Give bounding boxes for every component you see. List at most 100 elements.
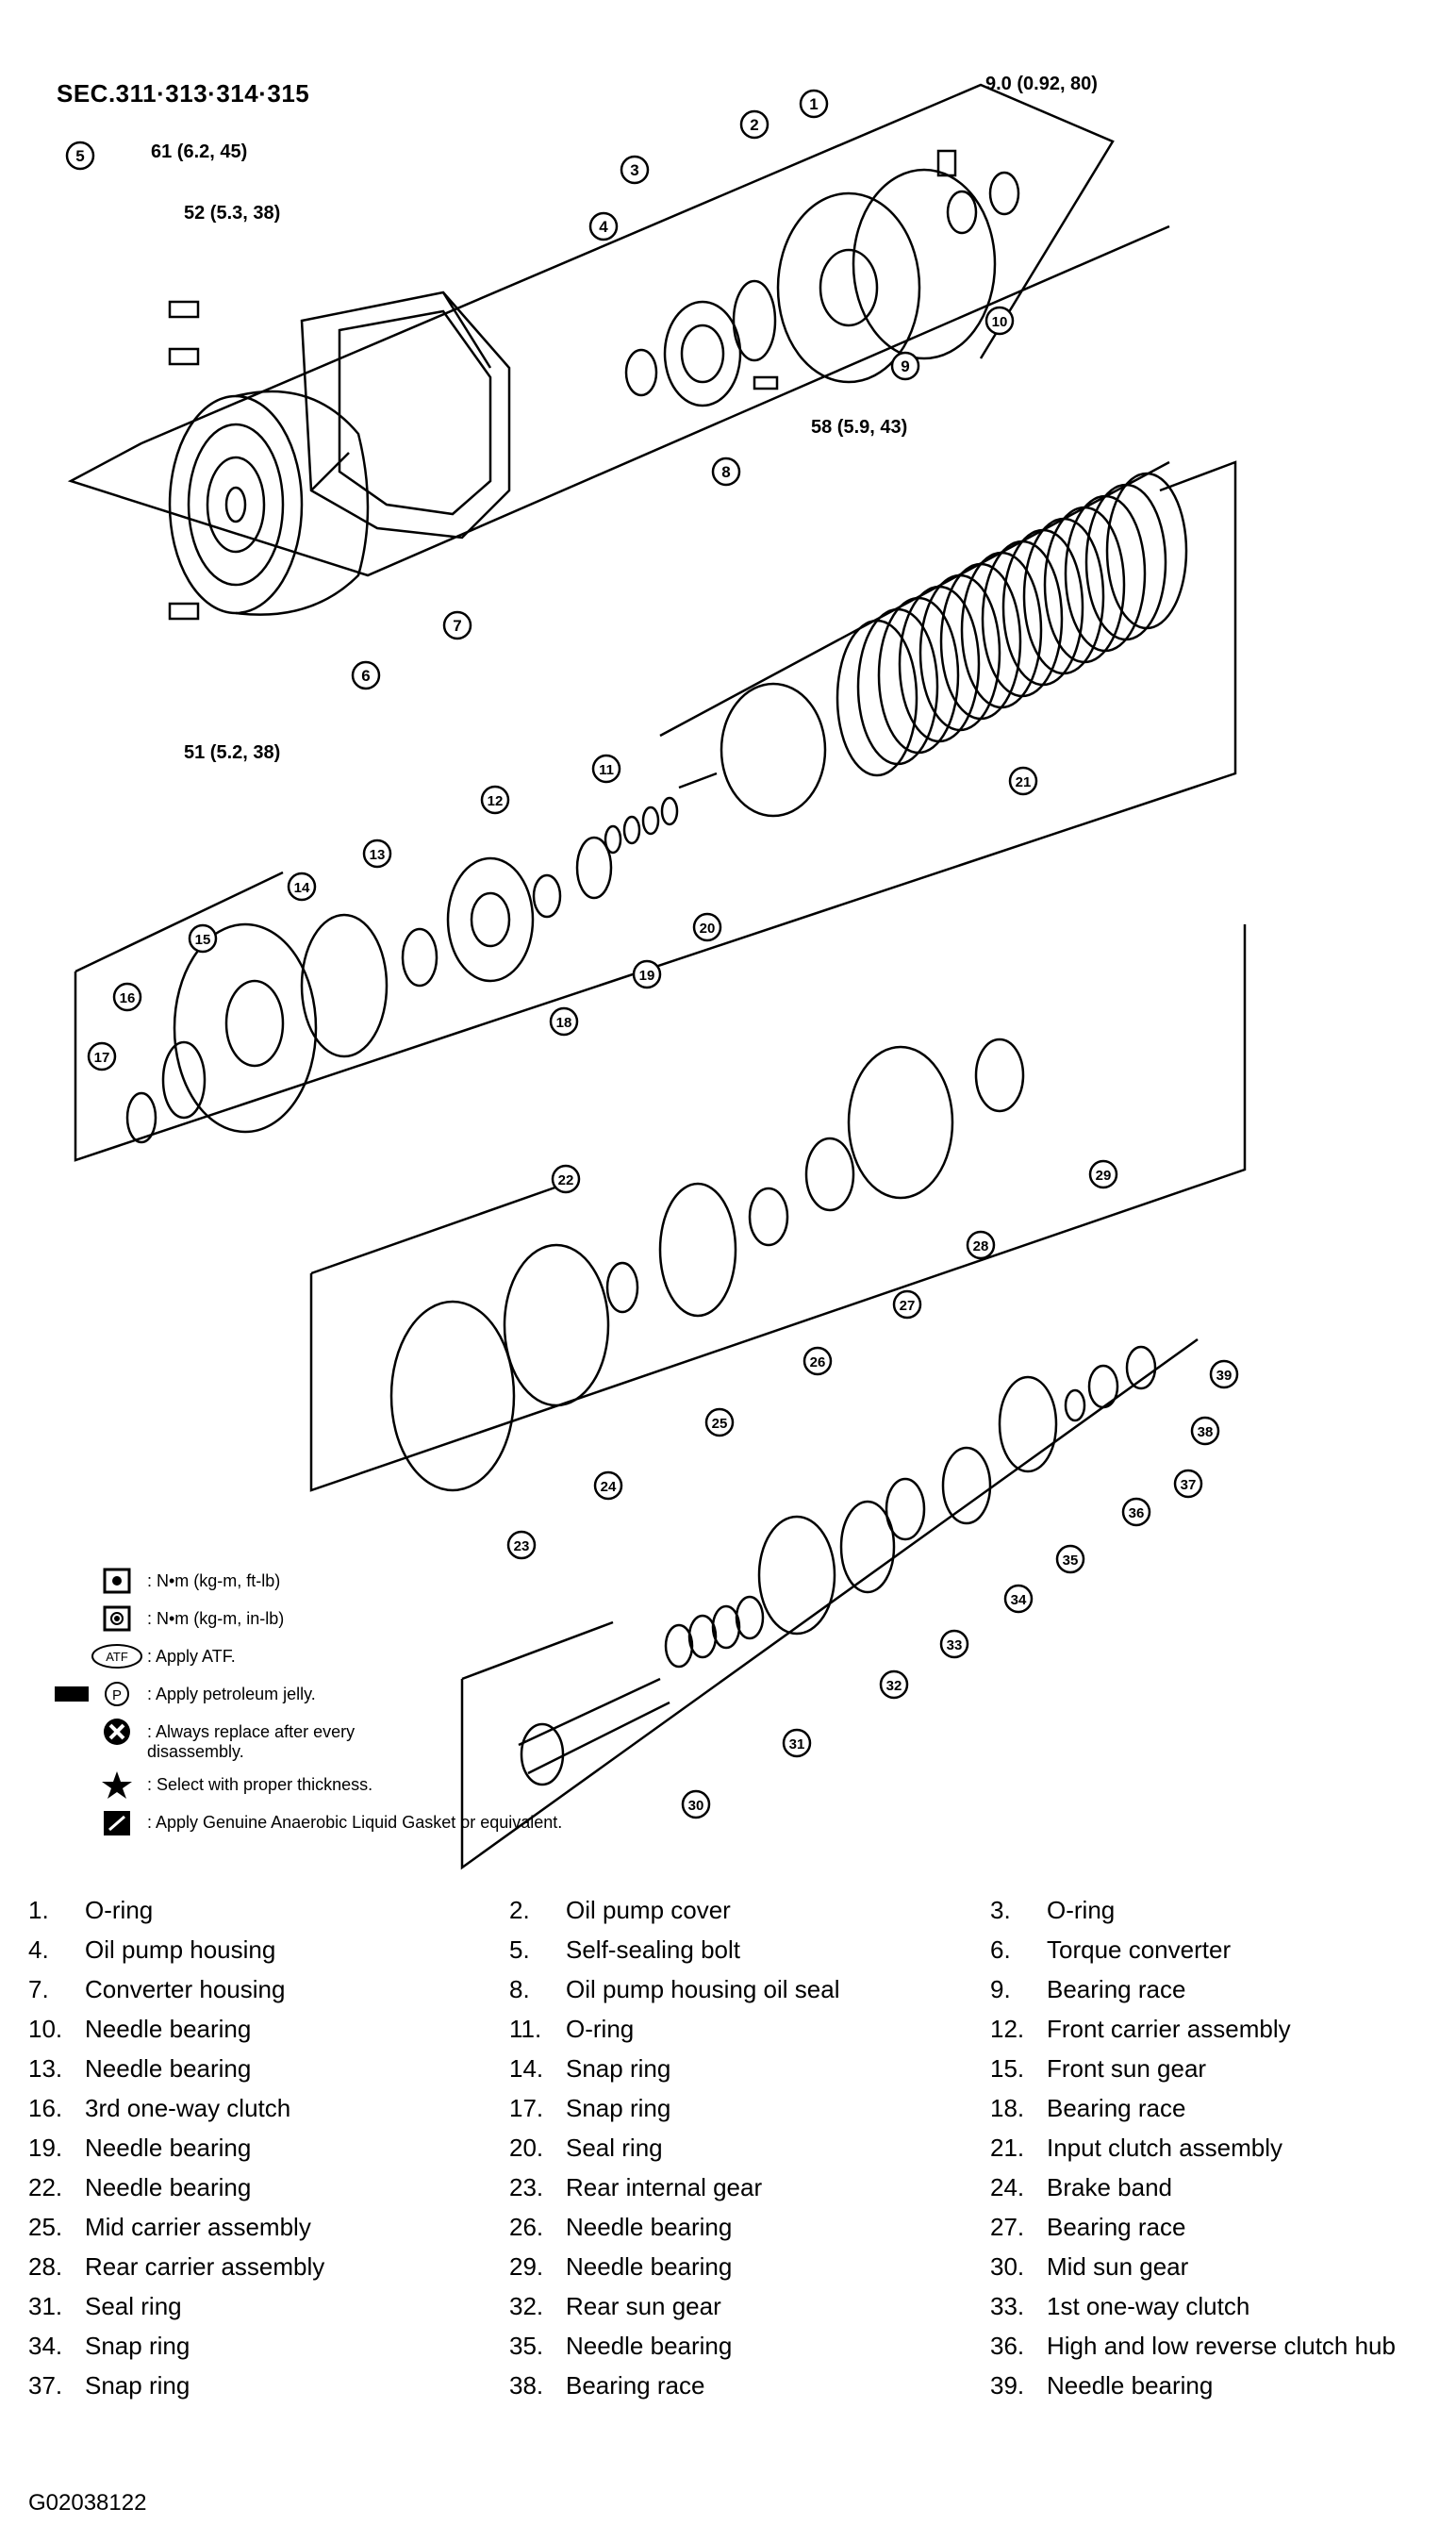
callout-number-8: 8 — [721, 463, 730, 481]
part-name: Oil pump housing oil seal — [566, 1975, 840, 2003]
callout-number-12: 12 — [488, 793, 504, 809]
callout-number-20: 20 — [700, 921, 716, 937]
part-name: Rear internal gear — [566, 2173, 763, 2201]
part-name: Snap ring — [566, 2094, 671, 2122]
callout-number-11: 11 — [599, 762, 614, 778]
parts-list-item: 6. Torque converter — [990, 1935, 1231, 1965]
diagram-drawing: 1234567891011121314151617181920212223242… — [65, 83, 1247, 1870]
torque-label-58: 58 (5.9, 43) — [811, 417, 908, 438]
parts-list-item: 15.Front sun gear — [990, 2054, 1206, 2084]
callout-number-2: 2 — [750, 116, 758, 134]
callout-number-21: 21 — [1016, 774, 1032, 790]
part-number: 1. — [28, 1896, 49, 1924]
part-name: Needle bearing — [85, 2173, 252, 2201]
callout-number-22: 22 — [558, 1172, 574, 1188]
part-name: Torque converter — [1047, 1935, 1232, 1964]
parts-list-item: 36.High and low reverse clutch hub — [990, 2332, 1396, 2361]
part-name: Needle bearing — [85, 2015, 252, 2043]
part-number: 16. — [28, 2094, 63, 2122]
callout-circle — [939, 1629, 969, 1659]
callout-number-17: 17 — [94, 1050, 110, 1066]
part-name: Needle bearing — [566, 2332, 733, 2360]
clutch-plate — [1105, 472, 1188, 630]
parts-list-item: 13.Needle bearing — [28, 2054, 251, 2084]
callout-number-33: 33 — [947, 1637, 963, 1653]
part-name: Mid carrier assembly — [85, 2213, 311, 2241]
callout-number-29: 29 — [1096, 1168, 1112, 1184]
callout-number-27: 27 — [900, 1298, 916, 1314]
part-name: Needle bearing — [1047, 2371, 1214, 2400]
callout-number-35: 35 — [1063, 1553, 1079, 1569]
mid-carrier-drawing — [389, 1038, 1025, 1492]
part-name: Seal ring — [85, 2292, 182, 2320]
legend-row-gasket: : Apply Genuine Anaerobic Liquid Gasket … — [53, 1807, 807, 1845]
parts-list-item: 21.Input clutch assembly — [990, 2134, 1282, 2163]
part-name: 1st one-way clutch — [1047, 2292, 1250, 2320]
callout-circle — [711, 457, 741, 487]
liquid-gasket-icon — [104, 1811, 130, 1835]
torque-wrench-inlb-icon — [103, 1605, 131, 1632]
callout-circle — [1008, 766, 1038, 796]
legend: : N•m (kg-m, ft-lb) : N•m (kg-m, in-lb) … — [53, 1566, 807, 1845]
parts-list-item: 10.Needle bearing — [28, 2015, 251, 2044]
part-name: Bearing race — [1047, 2213, 1186, 2241]
callout-number-3: 3 — [630, 161, 638, 179]
callout-circle — [506, 1530, 537, 1560]
always-replace-icon — [104, 1719, 130, 1745]
part-name: Needle bearing — [566, 2213, 733, 2241]
callout-number-30: 30 — [688, 1798, 704, 1814]
callout-number-14: 14 — [294, 880, 310, 896]
part-number: 34. — [28, 2332, 63, 2360]
callout-number-32: 32 — [886, 1678, 902, 1694]
callout-circle — [739, 109, 769, 140]
parts-list-item: 7.Converter housing — [28, 1975, 285, 2004]
frame-line-1 — [67, 83, 1170, 577]
part-number: 32. — [509, 2292, 544, 2320]
parts-list-item: 8.Oil pump housing oil seal — [509, 1975, 840, 2004]
callout-circle — [1003, 1584, 1034, 1614]
callout-number-28: 28 — [973, 1238, 989, 1254]
part-number: 39. — [990, 2371, 1025, 2400]
svg-text:P: P — [112, 1687, 122, 1703]
callout-number-19: 19 — [639, 968, 655, 984]
parts-list-item: 31. Seal ring — [28, 2292, 182, 2321]
input-clutch-drawing — [836, 472, 1188, 777]
part-name: Needle bearing — [85, 2054, 252, 2083]
legend-row-petroleum: P : Apply petroleum jelly. — [53, 1679, 807, 1717]
part-number: 4. — [28, 1935, 49, 1964]
callout-circle — [1209, 1359, 1239, 1389]
parts-list-item: 34.Snap ring — [28, 2332, 190, 2361]
callout-circle — [588, 211, 619, 241]
callout-circle — [892, 1289, 922, 1320]
parts-list-item: 9.Bearing race — [990, 1975, 1185, 2004]
parts-list-item: 5.Self-sealing bolt — [509, 1935, 740, 1965]
legend-row-atf: ATF : Apply ATF. — [53, 1641, 807, 1679]
parts-list-item: 17.Snap ring — [509, 2094, 670, 2123]
callout-circle — [681, 1789, 711, 1819]
part-name: Brake band — [1047, 2173, 1172, 2201]
part-number: 14. — [509, 2054, 544, 2083]
converter-housing-drawing — [300, 291, 511, 540]
legend-row-nm-ftlb: : N•m (kg-m, ft-lb) — [53, 1566, 807, 1603]
parts-list-item: 23.Rear internal gear — [509, 2173, 762, 2202]
callout-circle — [1190, 1416, 1220, 1446]
part-name: Seal ring — [566, 2134, 663, 2162]
callout-circle — [620, 155, 650, 185]
parts-list-item: 24.Brake band — [990, 2173, 1172, 2202]
legend-row-nm-inlb: : N•m (kg-m, in-lb) — [53, 1603, 807, 1641]
callout-circle — [112, 982, 142, 1012]
callout-number-9: 9 — [901, 357, 909, 375]
part-number: 28. — [28, 2252, 63, 2281]
callout-circle — [879, 1669, 909, 1700]
part-number: 6. — [990, 1935, 1011, 1964]
part-number: 21. — [990, 2134, 1025, 2162]
callout-circle — [480, 785, 510, 815]
callout-circle — [549, 1006, 579, 1037]
callout-circle — [551, 1164, 581, 1194]
part-number: 31. — [28, 2292, 63, 2320]
parts-list-item: 12.Front carrier assembly — [990, 2015, 1291, 2044]
part-number: 27. — [990, 2213, 1025, 2241]
part-name: Mid sun gear — [1047, 2252, 1189, 2281]
callout-circle — [782, 1728, 812, 1758]
callout-circle — [188, 923, 218, 954]
